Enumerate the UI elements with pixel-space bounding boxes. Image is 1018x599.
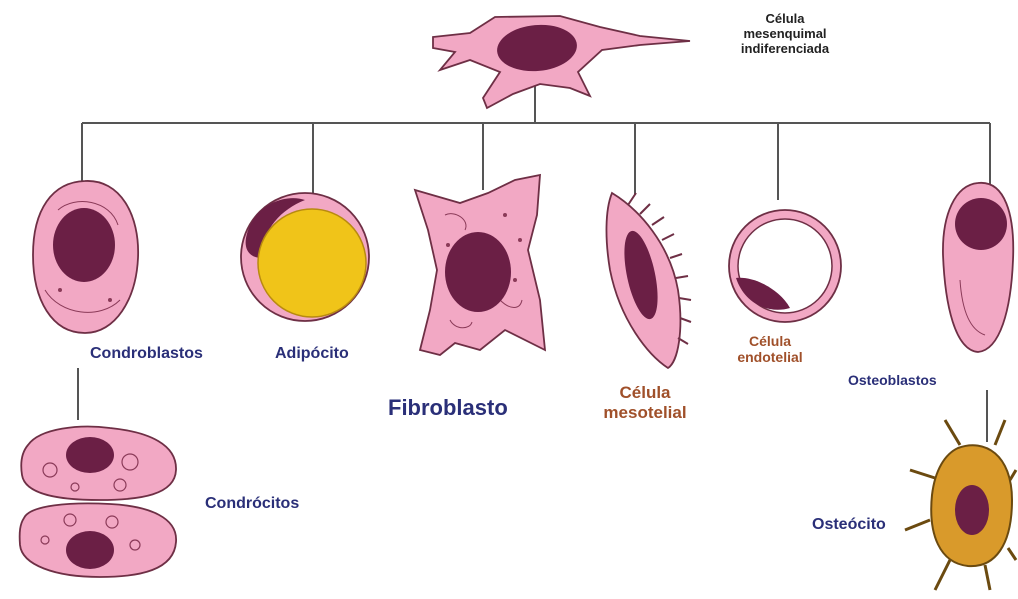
mesothelial-cell [606, 193, 691, 368]
chondrocyte-cells [20, 427, 176, 577]
chondroblast-cell [33, 181, 138, 333]
endotelial-label-line2: endotelial [715, 349, 825, 365]
mesenchymal-cell [433, 16, 690, 108]
endothelial-cell [729, 210, 841, 322]
adipocyte-cell [241, 193, 369, 321]
root-cell-label: Célula mesenquimal indiferenciada [705, 12, 865, 57]
osteoblast-cell [943, 183, 1013, 352]
condroblastos-label: Condroblastos [90, 345, 203, 363]
endotelial-label-line1: Célula [715, 333, 825, 349]
endotelial-label: Célula endotelial [715, 333, 825, 365]
fibroblast-cell [415, 175, 545, 355]
adipocito-label: Adipócito [275, 345, 349, 363]
mesotelial-label-line2: mesotelial [590, 403, 700, 423]
root-label-line3: indiferenciada [705, 42, 865, 57]
root-label-line1: Célula [705, 12, 865, 27]
osteoblastos-label: Osteoblastos [848, 372, 937, 388]
mesotelial-label: Célula mesotelial [590, 383, 700, 422]
osteocito-label: Osteócito [812, 516, 886, 534]
osteocyte-cell [905, 420, 1016, 590]
root-label-line2: mesenquimal [705, 27, 865, 42]
fibroblasto-label: Fibroblasto [388, 395, 508, 420]
condrocitos-label: Condrócitos [205, 495, 299, 513]
mesotelial-label-line1: Célula [590, 383, 700, 403]
